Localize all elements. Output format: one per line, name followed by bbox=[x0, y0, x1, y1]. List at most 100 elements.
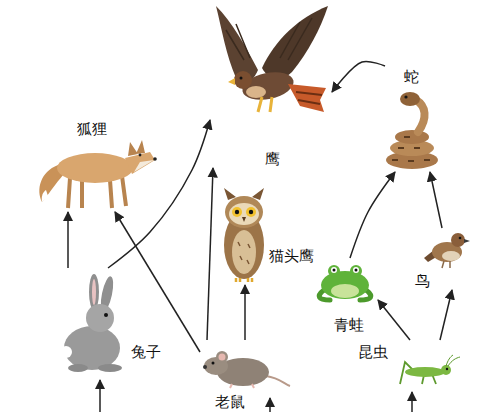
eagle-figure bbox=[234, 71, 252, 89]
fox-figure bbox=[128, 140, 145, 156]
owl-figure bbox=[232, 230, 256, 274]
rabbit-figure bbox=[86, 304, 114, 332]
animal-node: 鹰 bbox=[210, 2, 332, 168]
frog-figure bbox=[353, 267, 359, 273]
energy-arrow bbox=[207, 168, 213, 340]
mouse-figure bbox=[230, 384, 254, 388]
frog-figure bbox=[355, 269, 358, 272]
animal-node: 狐狸 bbox=[35, 118, 160, 212]
rabbit-figure bbox=[64, 326, 120, 370]
owl-figure bbox=[224, 188, 264, 282]
eagle-figure bbox=[258, 97, 272, 112]
animal-name: 兔子 bbox=[130, 343, 162, 361]
eagle-figure bbox=[246, 86, 266, 98]
frog-figure bbox=[350, 265, 362, 277]
energy-arrow bbox=[108, 120, 210, 268]
source-arrow bbox=[411, 392, 413, 412]
rabbit-figure bbox=[68, 364, 88, 372]
owl-figure bbox=[242, 217, 246, 222]
fox-figure bbox=[139, 154, 142, 157]
owl-figure bbox=[246, 207, 256, 217]
animal-name: 鹰 bbox=[264, 150, 281, 168]
rabbit-figure bbox=[60, 346, 72, 358]
rabbit-figure bbox=[98, 364, 122, 372]
owl-figure bbox=[229, 203, 259, 225]
sparrow-figure bbox=[424, 233, 470, 268]
mouse-figure bbox=[216, 351, 228, 363]
frog-figure bbox=[328, 265, 340, 277]
animal-node: 老鼠 bbox=[200, 340, 290, 411]
owl-figure bbox=[249, 210, 253, 214]
animal-name: 鸟 bbox=[414, 272, 431, 290]
fox-figure bbox=[42, 190, 48, 202]
sparrow-figure bbox=[451, 233, 465, 247]
frog-figure bbox=[333, 269, 336, 272]
frog-figure bbox=[321, 271, 369, 299]
eagle-figure bbox=[262, 6, 328, 79]
animal-name: 青蛙 bbox=[333, 316, 365, 334]
energy-arrow bbox=[430, 172, 442, 228]
frog-figure bbox=[331, 267, 337, 273]
snake-figure bbox=[416, 100, 425, 132]
snake-figure bbox=[395, 130, 429, 144]
animal-node: 鸟 bbox=[412, 228, 470, 290]
eagle-figure bbox=[216, 6, 258, 83]
sparrow-figure bbox=[459, 237, 462, 240]
frog-figure bbox=[319, 265, 371, 300]
eagle-figure bbox=[226, 18, 312, 60]
mouse-figure bbox=[203, 365, 207, 369]
owl-figure bbox=[235, 210, 239, 214]
mouse-figure bbox=[212, 362, 215, 365]
rabbit-figure bbox=[92, 279, 96, 305]
sparrow-figure bbox=[464, 239, 470, 243]
owl-figure bbox=[238, 242, 250, 264]
snake-figure bbox=[404, 95, 407, 98]
animal-name: 老鼠 bbox=[214, 393, 246, 411]
grasshopper-figure bbox=[400, 355, 460, 384]
snake-figure bbox=[400, 92, 420, 106]
eagle-figure bbox=[228, 78, 235, 85]
owl-figure bbox=[236, 278, 252, 282]
animal-node: 兔子 bbox=[58, 268, 180, 375]
owl-figure bbox=[225, 196, 263, 228]
eagle-figure bbox=[216, 6, 328, 112]
animal-node: 猫头鹰 bbox=[215, 185, 317, 285]
energy-arrow bbox=[115, 212, 200, 352]
frog-figure bbox=[331, 284, 359, 298]
animal-name: 猫头鹰 bbox=[268, 247, 315, 265]
animal-name: 狐狸 bbox=[76, 120, 108, 138]
eagle-figure bbox=[288, 84, 326, 112]
source-arrow bbox=[99, 380, 101, 412]
mouse-figure bbox=[203, 351, 290, 388]
grasshopper-figure bbox=[441, 365, 451, 375]
fox-figure bbox=[57, 153, 133, 183]
energy-arrow bbox=[67, 212, 69, 268]
energy-arrow bbox=[350, 172, 395, 258]
eagle-figure bbox=[240, 77, 243, 80]
fox-figure bbox=[134, 160, 154, 172]
rabbit-figure bbox=[104, 313, 108, 317]
eagle-figure bbox=[296, 92, 322, 104]
mouse-figure bbox=[266, 376, 290, 386]
rabbit-figure bbox=[60, 274, 122, 372]
grasshopper-figure bbox=[405, 367, 445, 377]
mouse-figure bbox=[219, 354, 226, 361]
fox-figure bbox=[153, 157, 157, 161]
source-arrow bbox=[269, 398, 271, 412]
snake-figure bbox=[386, 92, 438, 169]
sparrow-figure bbox=[442, 251, 460, 261]
animal-node: 青蛙 bbox=[317, 258, 378, 334]
grasshopper-figure bbox=[446, 355, 460, 366]
energy-arrow bbox=[332, 61, 385, 92]
source-arrow bbox=[100, 380, 412, 412]
fox-figure bbox=[39, 140, 156, 208]
snake-figure bbox=[392, 137, 430, 161]
energy-arrow bbox=[244, 285, 246, 340]
animal-name: 蛇 bbox=[403, 68, 420, 86]
grasshopper-figure bbox=[446, 368, 448, 370]
sparrow-figure bbox=[442, 261, 450, 268]
animal-node: 昆虫 bbox=[355, 340, 455, 390]
